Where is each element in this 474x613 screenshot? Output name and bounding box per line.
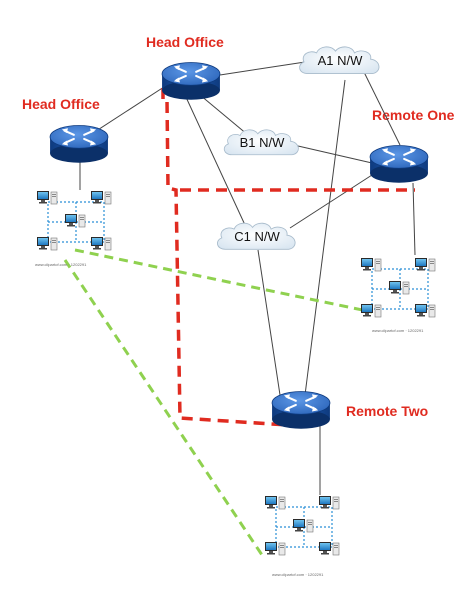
site-label-head-office-top: Head Office	[146, 34, 224, 50]
backup-link-left-lan-to-remote-one-lan	[74, 248, 373, 314]
link-a1-to-remote-two	[304, 79, 346, 396]
router-icon	[49, 124, 109, 164]
link-c1-to-remote-two	[257, 249, 281, 396]
cloud-label-c1: C1 N/W	[234, 229, 280, 244]
backup-green-path	[63, 248, 373, 556]
link-head-office-to-a1	[219, 61, 306, 76]
lan-cluster-icon: www.clipartof.com · 1202291	[35, 191, 111, 267]
lan-cluster-icon: www.clipartof.com · 1202291	[265, 496, 339, 577]
credit-remote-two-lan: www.clipartof.com · 1202291	[272, 572, 324, 577]
link-head-office-to-b1	[199, 94, 249, 136]
credit-remote-one-lan: www.clipartof.com · 1202291	[372, 328, 424, 333]
router-icon	[161, 61, 221, 101]
cloud-label-b1: B1 N/W	[240, 135, 286, 150]
link-b1-to-remote-one	[284, 142, 373, 164]
primary-red-path	[161, 88, 415, 428]
link-head-office-to-left-office	[89, 84, 168, 136]
link-remote-one-to-lan	[412, 182, 416, 256]
network-clouds: A1 N/W B1 N/W C1 N/W	[216, 46, 380, 250]
wan-links	[79, 61, 416, 495]
network-cloud-icon: A1 N/W	[299, 46, 380, 75]
router-icon	[369, 144, 429, 184]
backup-link-left-lan-to-remote-two-lan	[63, 259, 264, 556]
link-head-office-to-c1	[184, 94, 246, 226]
link-c1-to-remote-one	[289, 174, 373, 229]
cloud-label-a1: A1 N/W	[318, 53, 364, 68]
network-cloud-icon: B1 N/W	[223, 129, 299, 156]
link-a1-to-remote-one	[361, 67, 401, 146]
site-label-head-office-left: Head Office	[22, 96, 100, 112]
site-label-remote-two: Remote Two	[346, 403, 429, 419]
lan-cluster-icon: www.clipartof.com · 1202291	[361, 258, 435, 333]
router-icon	[271, 390, 331, 430]
site-label-remote-one: Remote One	[372, 107, 455, 123]
lan-clusters: www.clipartof.com · 1202291 www.cliparto…	[35, 191, 435, 577]
network-cloud-icon: C1 N/W	[216, 222, 296, 250]
credit-left-lan: www.clipartof.com · 1202291	[35, 262, 87, 267]
